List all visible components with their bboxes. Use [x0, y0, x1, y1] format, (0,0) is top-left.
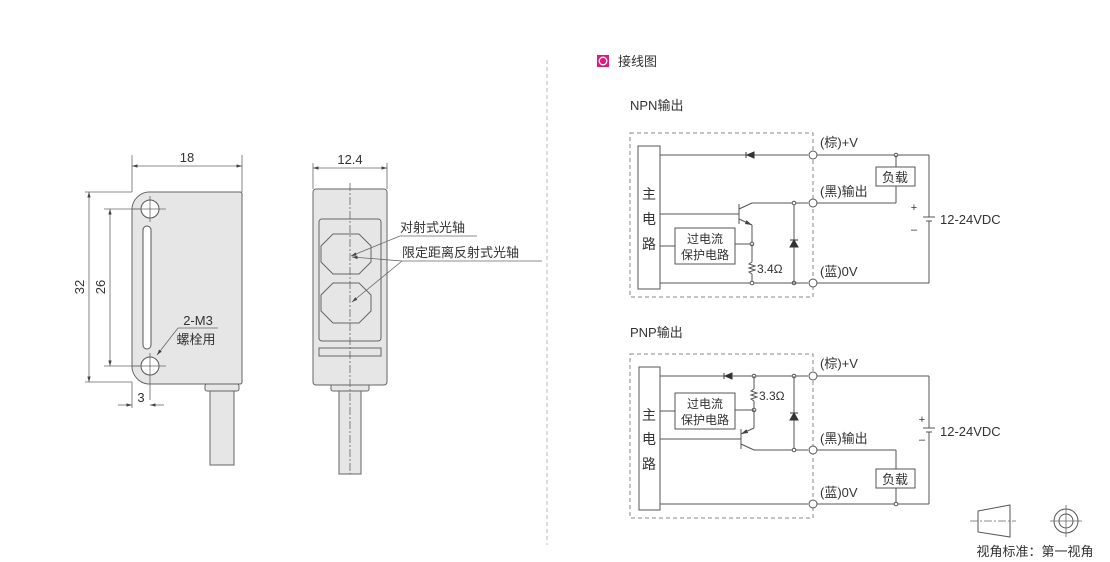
wiring-header: 接线图 [597, 54, 657, 69]
pnp-protection-line2: 保护电路 [681, 412, 729, 427]
screw-note: 螺栓用 [176, 332, 215, 347]
npn-protection-line1: 过电流 [687, 232, 723, 246]
pnp-load-label: 负载 [882, 472, 908, 487]
npn-main-char-1: 主 [642, 186, 656, 202]
npn-reverse-diode [745, 151, 755, 159]
dim-hole-offset-3: 3 [137, 390, 144, 405]
front-cable-boot [204, 383, 240, 392]
pnp-resistor-value: 3.3Ω [759, 389, 785, 403]
npn-main-char-2: 电 [642, 211, 656, 227]
pnp-supply-label: 12-24VDC [940, 424, 1001, 439]
projection-cone-icon [977, 504, 1011, 538]
dim-width-12-4: 12.4 [337, 152, 362, 167]
npn-label-0v: (蓝)0V [820, 264, 858, 279]
lens-receiver [320, 282, 372, 324]
npn-protection-box [674, 227, 736, 265]
pnp-label-v: (棕)+V [820, 356, 858, 371]
pnp-terminal-out [808, 445, 818, 455]
pnp-label-out: (黑)输出 [820, 431, 868, 446]
pnp-main-char-1: 主 [642, 407, 656, 423]
pnp-main-char-3: 路 [642, 456, 656, 472]
npn-resistor [747, 261, 757, 275]
front-cable [209, 389, 235, 466]
npn-sensor-boundary [629, 132, 814, 298]
dim-height-32: 32 [72, 280, 87, 294]
pnp-resistor [749, 388, 759, 402]
npn-main-circuit-box [637, 145, 661, 290]
pnp-title: PNP输出 [630, 325, 683, 340]
npn-title: NPN输出 [630, 98, 683, 113]
npn-minus: – [911, 224, 918, 236]
projection-symbol: 视角标准：第一视角 [970, 504, 1094, 559]
mount-slot [142, 225, 152, 350]
pnp-terminal-v [808, 371, 818, 381]
side-view: 12.4 对射式光轴 限定距离反射式光轴 [312, 152, 542, 475]
pnp-protection-line1: 过电流 [687, 397, 723, 411]
axis-label-limited-reflective: 限定距离反射式光轴 [402, 245, 519, 260]
pnp-reverse-diode [723, 372, 733, 380]
pnp-sensor-boundary [629, 353, 814, 519]
npn-supply-label: 12-24VDC [940, 212, 1001, 227]
npn-terminal-v [808, 150, 818, 160]
lens-emitter [320, 233, 372, 275]
axis-label-through-beam: 对射式光轴 [400, 220, 465, 235]
pnp-protection-box [674, 392, 736, 430]
pnp-plus: + [919, 414, 925, 426]
npn-terminal-out [808, 198, 818, 208]
pnp-main-char-2: 电 [642, 431, 656, 447]
pnp-minus: – [919, 434, 926, 446]
screw-label: 2-M3 [183, 313, 213, 328]
wiring-title: 接线图 [618, 54, 657, 69]
npn-resistor-value: 3.4Ω [757, 262, 783, 276]
npn-main-char-3: 路 [642, 236, 656, 252]
pnp-label-0v: (蓝)0V [820, 485, 858, 500]
front-view: 18 32 26 3 2-M3 螺栓用 [72, 150, 243, 466]
pnp-terminal-0v [808, 499, 818, 509]
npn-zener-diode [789, 238, 799, 248]
dim-width-18: 18 [180, 150, 194, 165]
npn-label-v: (棕)+V [820, 135, 858, 150]
pnp-circuit: PNP输出 主 电 路 3.3Ω 过电流 保护电路 [629, 325, 1001, 519]
pnp-zener-diode [789, 411, 799, 421]
npn-plus: + [911, 202, 917, 214]
npn-terminal-0v [808, 278, 818, 288]
npn-load-label: 负载 [882, 170, 908, 185]
npn-circuit: NPN输出 主 电 路 过电流 保护电路 3.4Ω [629, 98, 1001, 298]
dim-hole-spacing-26: 26 [93, 280, 108, 294]
sensor-body-front [131, 191, 243, 385]
projection-label: 视角标准：第一视角 [976, 544, 1093, 559]
npn-protection-line2: 保护电路 [681, 247, 729, 262]
npn-label-out: (黑)输出 [820, 184, 868, 199]
